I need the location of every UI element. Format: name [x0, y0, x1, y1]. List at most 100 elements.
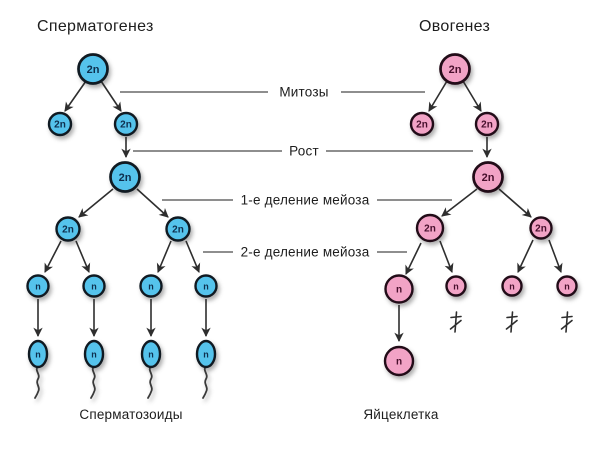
ploidy-label: 2n — [62, 225, 74, 236]
mitosis-label: Митозы — [279, 85, 328, 100]
sperm-tail — [34, 365, 40, 399]
cell-body — [113, 111, 139, 137]
cell-body — [55, 216, 81, 242]
sperm-tail — [90, 365, 96, 399]
spermatozoon-3: n — [140, 339, 162, 399]
ploidy-label: n — [148, 282, 154, 292]
meiosis2-label: 2-е деление мейоза — [241, 245, 370, 260]
arrow — [439, 240, 454, 273]
ploidy-label: n — [396, 357, 402, 368]
ploidy-label: n — [91, 350, 97, 360]
dagger-crossbar — [506, 315, 518, 319]
dagger-slash — [560, 319, 573, 330]
cell-body — [439, 53, 471, 85]
cell-body — [474, 111, 500, 137]
dagger-stem — [510, 311, 514, 333]
sperm-head — [27, 339, 49, 369]
arrow — [78, 188, 114, 218]
ploidy-label: n — [35, 282, 41, 292]
arrow — [441, 188, 478, 217]
first-polar-body-cell: 2n — [529, 216, 553, 240]
ploidy-label: 2n — [481, 120, 493, 131]
secondary-oocyte-cell: 2n — [415, 213, 445, 243]
sperm-head — [195, 339, 217, 369]
ploidy-label: n — [396, 285, 402, 296]
ploidy-label: n — [91, 282, 97, 292]
ploidy-label: 2n — [424, 224, 436, 235]
cell-body — [82, 274, 106, 298]
dagger-slash — [505, 319, 518, 330]
spermatogenesis-arrows — [33, 80, 211, 338]
polar-body-cell-3: n — [556, 275, 578, 297]
arrow — [498, 188, 532, 218]
arrow — [156, 240, 172, 273]
sperm-tail — [202, 365, 208, 399]
cell-body — [26, 274, 50, 298]
dagger-slash — [449, 319, 462, 330]
ploidy-label: n — [509, 282, 515, 292]
cell-body — [472, 161, 504, 193]
ploidy-label: n — [203, 350, 209, 360]
cell-body — [501, 275, 523, 297]
ploidy-label: 2n — [87, 64, 100, 76]
secondary-spermatocyte-cell-1: 2n — [55, 216, 81, 242]
oogonium-daughter-cell-2: 2n — [474, 111, 500, 137]
cell-body — [556, 275, 578, 297]
sperm-head — [83, 339, 105, 369]
ploidy-label: n — [35, 350, 41, 360]
spermatogenesis-title: Сперматогенез — [37, 18, 154, 35]
cell-body — [194, 274, 218, 298]
cell-body — [445, 275, 467, 297]
oogonium-daughter-cell-1: 2n — [409, 111, 435, 137]
oogonium-cell: 2n — [439, 53, 471, 85]
spermatid-cell-1: n — [26, 274, 50, 298]
spermatid-cell-4: n — [194, 274, 218, 298]
arrow — [185, 240, 201, 273]
spermatogonium-daughter-cell-1: 2n — [47, 111, 73, 137]
ploidy-label: n — [564, 282, 570, 292]
primary-spermatocyte-cell: 2n — [109, 161, 141, 193]
dagger-stem — [454, 311, 458, 333]
ploidy-label: n — [453, 282, 459, 292]
arrow — [517, 239, 534, 273]
growth-label: Рост — [289, 144, 319, 159]
ploidy-label: 2n — [416, 120, 428, 131]
dagger-slash-icon — [505, 311, 518, 333]
spermatozoon-2: n — [83, 339, 105, 399]
arrow — [548, 239, 563, 273]
ploidy-label: n — [148, 350, 154, 360]
cell-body — [109, 161, 141, 193]
dagger-crossbar — [450, 315, 462, 319]
arrow — [462, 80, 482, 112]
meiosis1-label: 1-е деление мейоза — [241, 193, 370, 208]
ootid-cell: n — [384, 274, 414, 304]
cell-body — [139, 274, 163, 298]
cell-body — [384, 274, 414, 304]
secondary-spermatocyte-cell-2: 2n — [165, 216, 191, 242]
spermatogonium-cell: 2n — [77, 53, 109, 85]
egg-cell: n — [383, 345, 415, 377]
ploidy-label: 2n — [54, 120, 66, 131]
spermatid-cell-3: n — [139, 274, 163, 298]
cell-body — [529, 216, 553, 240]
arrow — [44, 240, 62, 273]
cell-body — [383, 345, 415, 377]
ploidy-label: 2n — [120, 120, 132, 131]
cell-body — [77, 53, 109, 85]
spermatozoa-caption: Сперматозоиды — [79, 407, 182, 422]
arrow — [75, 240, 91, 273]
ploidy-label: 2n — [119, 172, 132, 184]
oogenesis-arrows — [394, 80, 563, 343]
ploidy-label: n — [203, 282, 209, 292]
spermatogonium-daughter-cell-2: 2n — [113, 111, 139, 137]
cell-body — [415, 213, 445, 243]
arrow — [100, 80, 122, 112]
dagger-crossbar — [561, 315, 573, 319]
spermatozoon-1: n — [27, 339, 49, 399]
sperm-tail — [147, 365, 153, 399]
cell-body — [47, 111, 73, 137]
egg-caption: Яйцеклетка — [363, 407, 439, 422]
oogenesis-title: Овогенез — [419, 18, 490, 35]
